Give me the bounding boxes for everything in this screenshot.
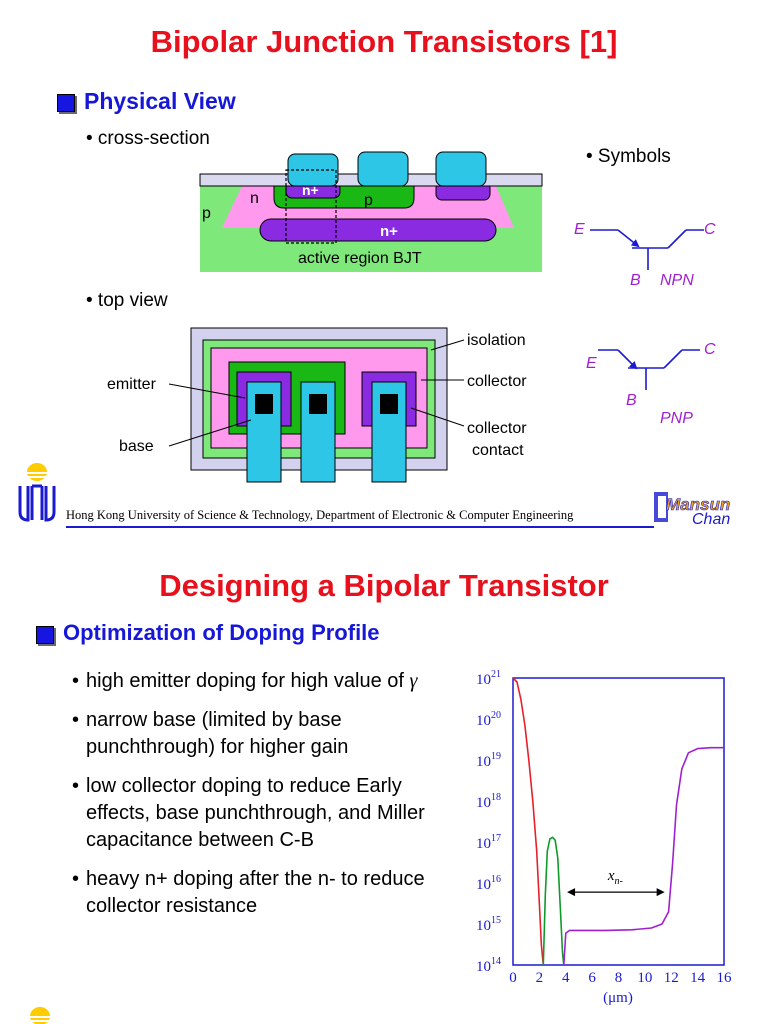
xn-annotation: xn- (607, 868, 623, 887)
pnp-symbol (598, 349, 700, 390)
heading-square-icon-2 (36, 626, 54, 644)
top-view-diagram: isolation collector emitter base collect… (107, 327, 527, 483)
plot-frame (512, 677, 725, 966)
npn-e-label: E (574, 221, 585, 238)
x-tick-label: 2 (536, 970, 544, 986)
pnp-e-label: E (586, 355, 597, 372)
bullet-low-collector: •low collector doping to reduce Early ef… (72, 775, 425, 851)
heading-square-icon (57, 94, 75, 112)
base-contact (357, 151, 409, 187)
emitter-doping-curve (512, 677, 545, 966)
y-tick-label: 1021 (476, 669, 501, 688)
xn-arrow-right-head (656, 888, 665, 897)
footer-text: Hong Kong University of Science & Techno… (66, 508, 574, 522)
base-via (309, 394, 327, 414)
x-tick-label: 16 (717, 970, 733, 986)
y-tick-label: 1018 (476, 792, 501, 811)
y-tick-label: 1020 (476, 710, 501, 729)
x-axis-label: (μm) (603, 990, 633, 1006)
buried-n-plus (259, 218, 497, 242)
x-tick-label: 4 (562, 970, 570, 986)
base-doping-curve (542, 836, 565, 966)
top-view-bullet: • top view (86, 290, 168, 311)
active-region-caption: active region BJT (298, 250, 422, 267)
gamma-symbol: γ (409, 670, 418, 692)
symbols-bullet: • Symbols (586, 146, 671, 167)
y-tick-label: 1019 (476, 751, 501, 770)
physical-view-heading: Physical View (84, 88, 236, 114)
active-region-box (285, 169, 337, 244)
collector-doping-curve (563, 746, 724, 966)
cross-section-bullet: • cross-section (86, 128, 210, 149)
design-bullets: • high emitter doping for high value of … (72, 668, 442, 932)
label-n-plus-buried: n+ (380, 223, 398, 240)
label-p-substrate: p (202, 205, 211, 222)
xn-arrow-left-head (567, 888, 576, 897)
collector-label: collector (467, 373, 527, 390)
y-tick-label: 1014 (476, 956, 501, 975)
collector-contact-label-1: collector (467, 420, 527, 437)
y-tick-label: 1015 (476, 915, 501, 934)
npn-b-label: B (630, 272, 641, 289)
doping-profile-heading: Optimization of Doping Profile (63, 620, 380, 645)
x-tick-label: 6 (588, 970, 596, 986)
x-tick-label: 8 (615, 970, 623, 986)
collector-contact-label-2: contact (472, 442, 524, 459)
bullet-narrow-base: •narrow base (limited by base punchthrou… (72, 709, 349, 758)
isolation-label: isolation (467, 332, 526, 349)
label-n-plus-emitter: n+ (302, 182, 319, 198)
cross-section-diagram: n p p n+ n+ active region BJT (199, 151, 543, 272)
x-tick-label: 0 (509, 970, 517, 986)
pnp-c-label: C (704, 341, 716, 358)
label-n: n (250, 190, 259, 207)
pnp-name-label: PNP (660, 410, 693, 427)
collector-via (380, 394, 398, 414)
slide1-title: Bipolar Junction Transistors [1] (150, 24, 618, 59)
npn-symbol (590, 229, 704, 270)
bullet-emitter-doping: • high emitter doping for high value of … (72, 670, 418, 692)
x-tick-label: 14 (690, 970, 706, 986)
npn-c-label: C (704, 221, 716, 238)
slide2-title: Designing a Bipolar Transistor (159, 568, 609, 603)
logo-mansun: Mansun (666, 495, 730, 514)
hkust-logo-icon-partial (30, 1007, 50, 1024)
hkust-logo-icon (18, 463, 56, 522)
bullet-heavy-n-plus: •heavy n+ doping after the n- to reduce … (72, 868, 425, 917)
emitter-label: emitter (107, 376, 157, 393)
pnp-b-label: B (626, 392, 637, 409)
x-tick-label: 12 (664, 970, 679, 986)
mansun-chan-logo: Mansun Chan (654, 492, 731, 528)
collector-contact (435, 151, 487, 187)
logo-chan: Chan (692, 511, 730, 528)
transistor-symbols: E C B NPN E C B PNP (574, 221, 716, 427)
base-label: base (119, 438, 154, 455)
npn-name-label: NPN (660, 272, 694, 289)
footer-line (66, 526, 654, 528)
y-tick-label: 1017 (476, 833, 501, 852)
label-p-base: p (364, 192, 373, 209)
emitter-via (255, 394, 273, 414)
y-tick-label: 1016 (476, 874, 501, 893)
x-tick-label: 10 (637, 970, 652, 986)
